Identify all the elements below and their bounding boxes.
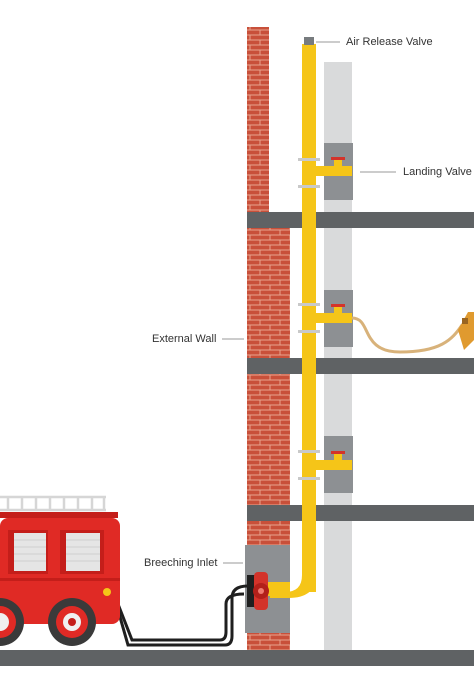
label-leaders (222, 41, 396, 564)
floor-slab-3 (247, 505, 474, 521)
air-release-valve-label: Air Release Valve (346, 36, 433, 48)
floor-slab-2 (247, 358, 474, 374)
fire-truck-icon (0, 495, 120, 646)
breeching-inlet-label: Breeching Inlet (144, 557, 218, 569)
fire-hose (351, 316, 464, 354)
valve-handle-icon (331, 157, 345, 160)
breeching-inlet (247, 572, 269, 610)
landing-valve-branch-1 (316, 157, 352, 176)
ground (0, 650, 474, 666)
supply-hose-1 (116, 584, 249, 647)
valve-handle-icon (331, 304, 345, 307)
landing-valve-branch-3 (316, 451, 352, 470)
valve-handle-icon (331, 451, 345, 454)
fire-hose-nozzle-icon (458, 312, 474, 350)
supply-hose-2 (116, 592, 245, 642)
floor-slab-1 (247, 212, 474, 228)
landing-valve-branch-2 (316, 304, 352, 323)
air-release-valve-icon (304, 37, 314, 45)
riser-outlet (268, 582, 290, 596)
landing-valve-label: Landing Valve (403, 166, 472, 178)
riser-pipe (302, 44, 316, 592)
pipe-clamps (298, 158, 320, 480)
truck-ladder (0, 495, 106, 512)
external-wall-label: External Wall (152, 333, 217, 345)
